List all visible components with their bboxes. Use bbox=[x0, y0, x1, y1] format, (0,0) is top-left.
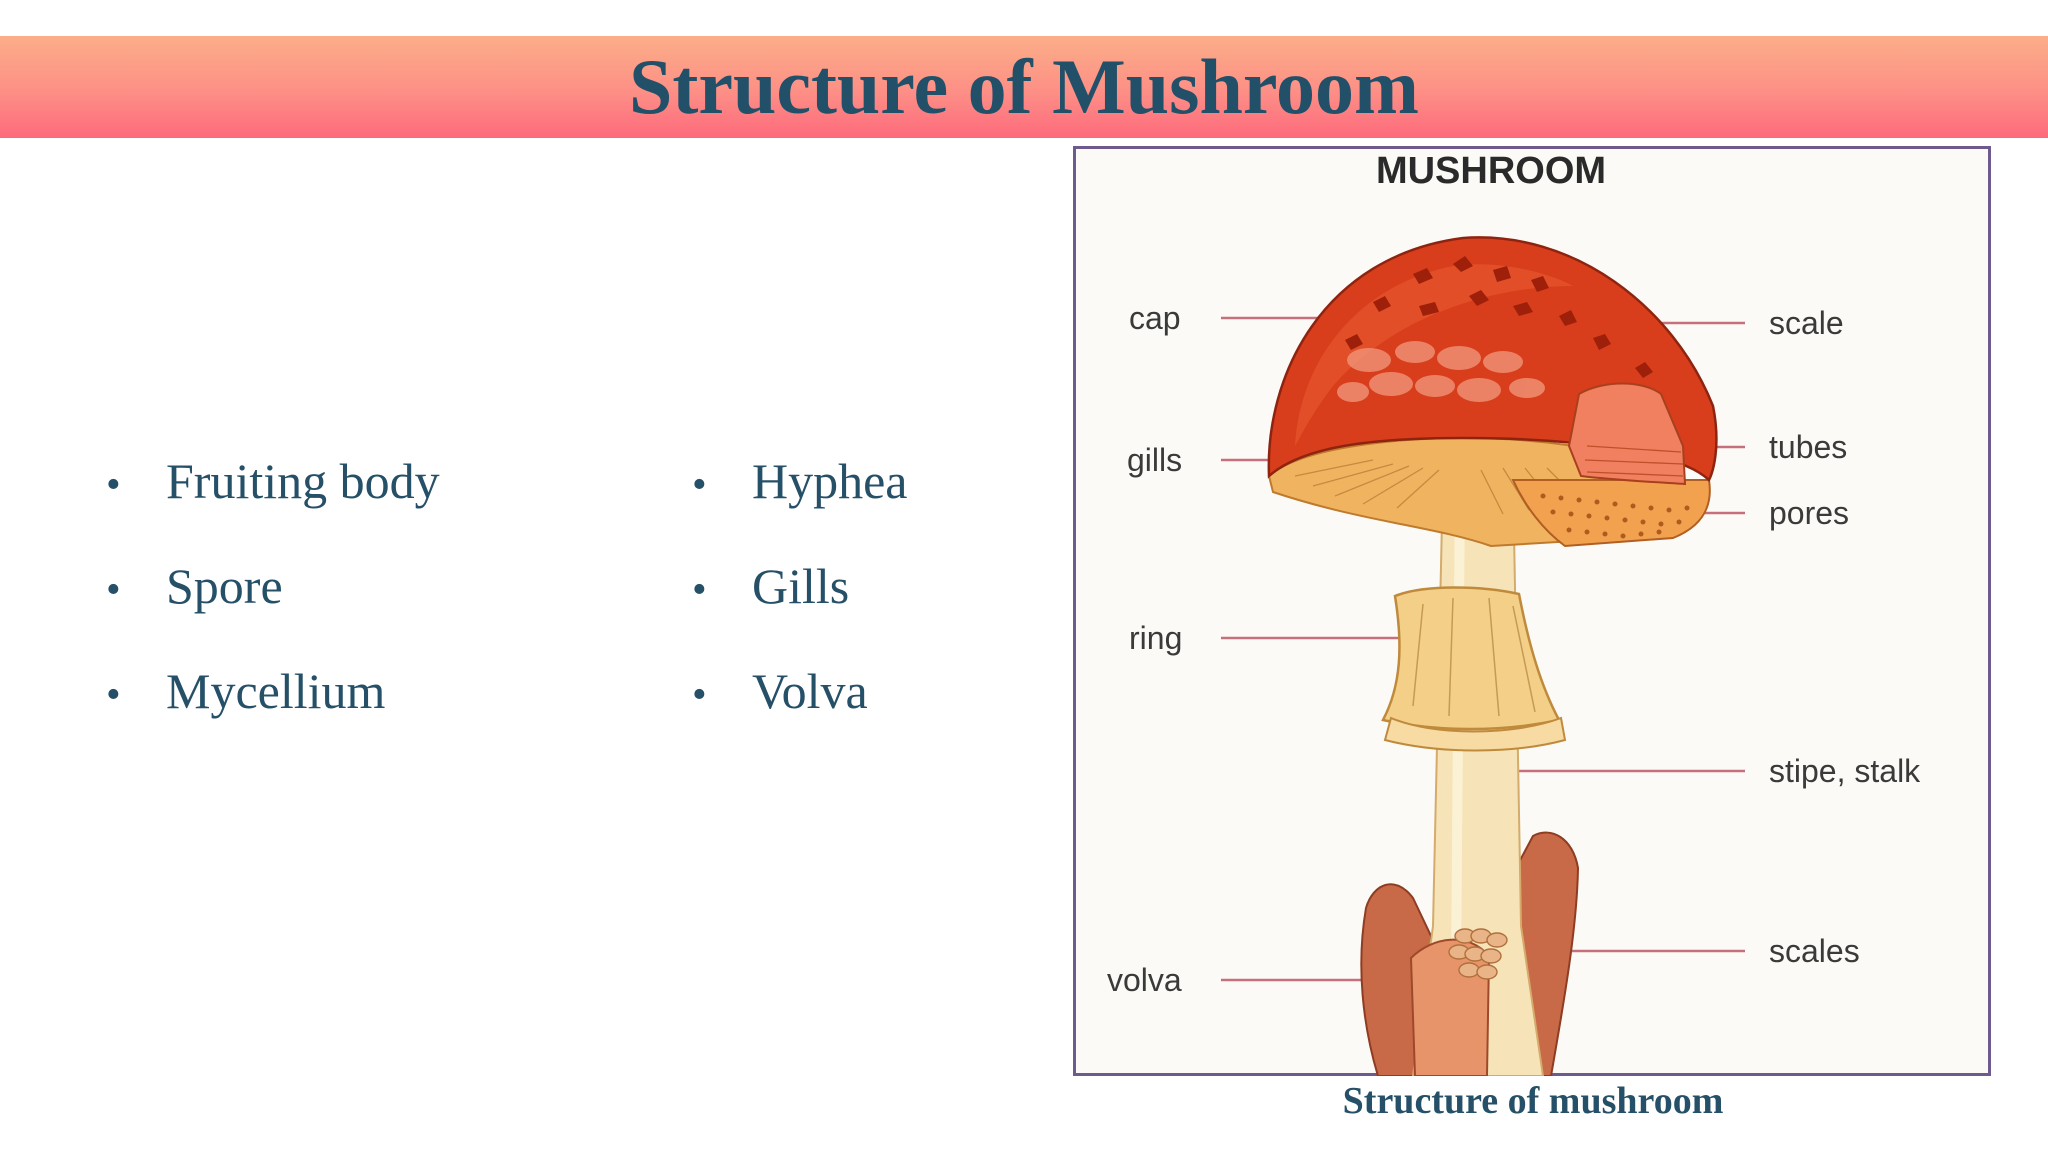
tube-lines bbox=[1584, 445, 1684, 477]
pore-dots bbox=[1540, 493, 1690, 539]
label-cap: cap bbox=[1129, 300, 1181, 336]
bullet-icon: • bbox=[106, 672, 121, 718]
cap-highlight bbox=[1295, 264, 1573, 446]
bullet-list-left: • Fruiting body • Spore • Mycellium bbox=[106, 448, 440, 763]
tubes-shape bbox=[1567, 382, 1687, 486]
bullet-text: Gills bbox=[752, 558, 850, 614]
label-stipe-stalk: stipe, stalk bbox=[1769, 753, 1921, 789]
cap-pale-patches bbox=[1337, 341, 1545, 402]
label-volva: volva bbox=[1107, 962, 1182, 998]
figure-caption: Structure of mushroom bbox=[1342, 1080, 1724, 1122]
bullet-icon: • bbox=[692, 462, 707, 508]
bullet-text: Hyphea bbox=[752, 453, 908, 509]
label-scale: scale bbox=[1769, 305, 1844, 341]
cap-scales bbox=[1345, 256, 1653, 378]
bullet-list-right: • Hyphea • Gills • Volva bbox=[692, 448, 908, 763]
base-scales bbox=[1448, 928, 1508, 980]
ring-folds bbox=[1412, 597, 1536, 717]
label-tubes: tubes bbox=[1769, 429, 1847, 465]
bullet-text: Fruiting body bbox=[166, 453, 440, 509]
bullet-text: Spore bbox=[166, 558, 283, 614]
bullet-icon: • bbox=[692, 672, 707, 718]
label-scales: scales bbox=[1769, 933, 1860, 969]
label-gills: gills bbox=[1127, 442, 1182, 478]
label-ring: ring bbox=[1129, 620, 1182, 656]
bullet-text: Volva bbox=[752, 663, 868, 719]
list-item: • Volva bbox=[692, 658, 908, 763]
list-item: • Gills bbox=[692, 553, 908, 658]
bullet-icon: • bbox=[692, 567, 707, 613]
bullet-text: Mycellium bbox=[166, 663, 386, 719]
list-item: • Mycellium bbox=[106, 658, 440, 763]
mushroom-diagram: MUSHROOM bbox=[1107, 150, 1921, 1076]
ring-skirt bbox=[1383, 716, 1567, 752]
list-item: • Spore bbox=[106, 553, 440, 658]
list-item: • Fruiting body bbox=[106, 448, 440, 553]
bullet-icon: • bbox=[106, 462, 121, 508]
label-pores: pores bbox=[1769, 495, 1849, 531]
bullet-icon: • bbox=[106, 567, 121, 613]
page-title: Structure of Mushroom bbox=[628, 43, 1420, 130]
list-item: • Hyphea bbox=[692, 448, 908, 553]
title-banner bbox=[0, 36, 2048, 138]
diagram-title: MUSHROOM bbox=[1376, 150, 1606, 192]
ring-shape bbox=[1381, 586, 1561, 731]
